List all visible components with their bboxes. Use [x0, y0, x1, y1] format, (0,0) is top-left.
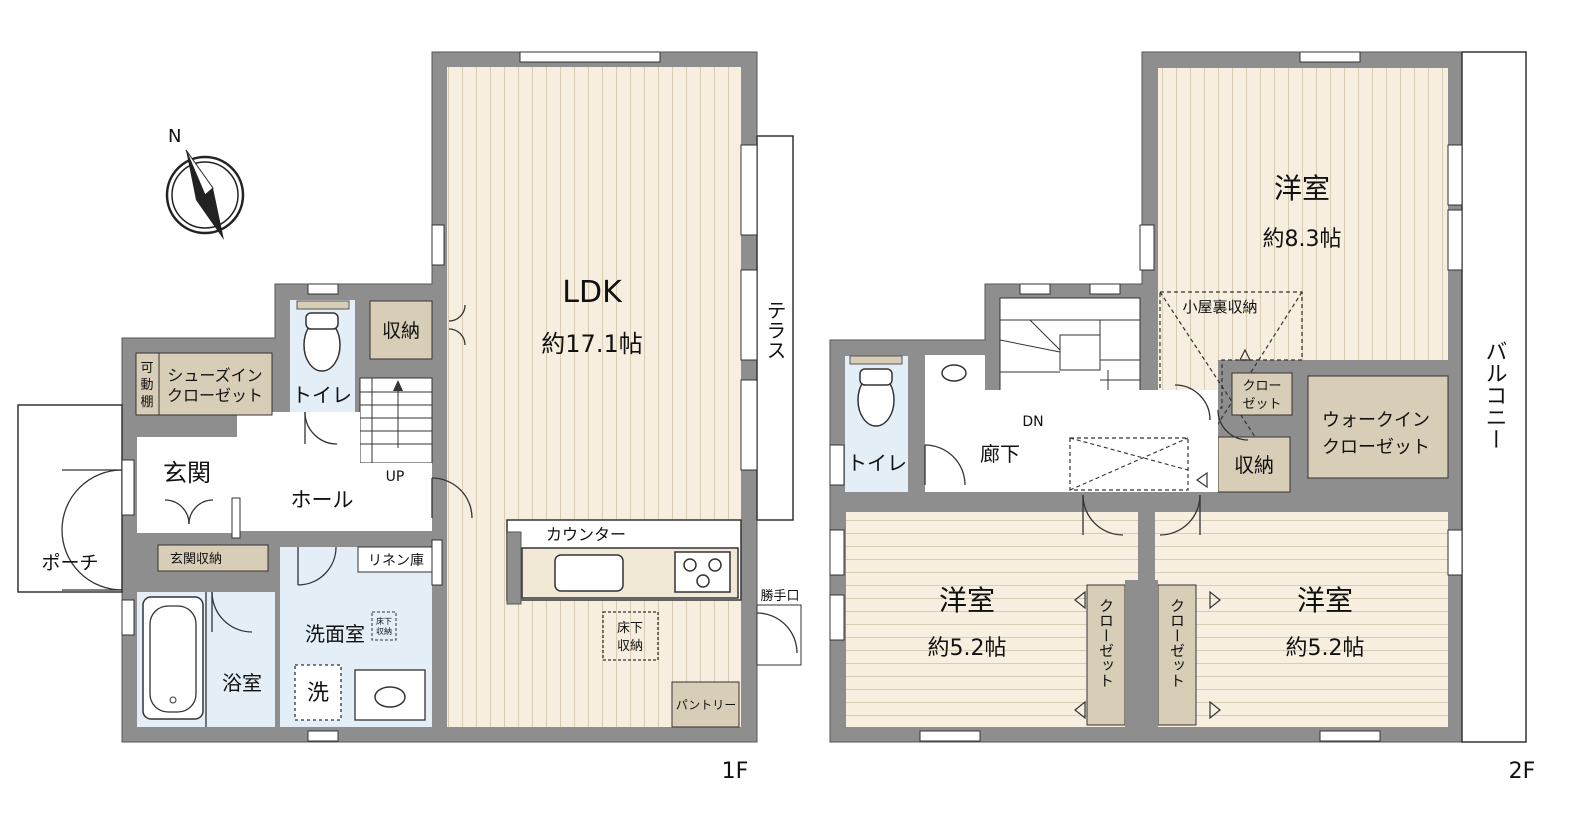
- hall: [237, 463, 432, 531]
- balcony: [1461, 51, 1527, 743]
- attic-label: 小屋裏収納: [1182, 298, 1257, 316]
- underfloor-storage-small: [371, 611, 397, 641]
- hall-label: ホール: [291, 488, 354, 512]
- linen-storage: [357, 546, 433, 573]
- counter-side-wall: [506, 531, 522, 605]
- underfloor-small-1: 床下: [376, 616, 392, 626]
- closet-right: [1157, 584, 1197, 726]
- shoe-closet-line2: クローゼット: [167, 386, 263, 405]
- shoe-adjust-3: 棚: [140, 395, 153, 410]
- toilet-2f-label: トイレ: [847, 451, 907, 475]
- shoe-adjust-2: 動: [140, 378, 153, 393]
- service-door-label: 勝手口: [760, 589, 799, 604]
- hallway-label: 廊下: [980, 442, 1020, 466]
- underfloor-2: 収納: [617, 639, 643, 654]
- up-label: UP: [386, 469, 405, 485]
- shoe-adjust-1: 可: [140, 361, 153, 376]
- walkin-line2: クローゼット: [1322, 437, 1430, 458]
- closet-left-label: クローゼット: [1097, 598, 1115, 688]
- terrace-label: テラス: [763, 300, 787, 360]
- closet-small-2f: [1231, 372, 1293, 416]
- shoe-closet: [158, 352, 273, 416]
- bathtub: [142, 596, 204, 720]
- washer-box: [294, 664, 342, 721]
- wash-basin: [354, 669, 426, 721]
- walkin-closet: [1307, 375, 1449, 479]
- compass-label: N: [168, 126, 181, 147]
- closet-right-label: クローゼット: [1168, 598, 1186, 688]
- western-right-size: 約5.2帖: [1286, 636, 1365, 661]
- entrance-label: 玄関: [163, 459, 211, 487]
- adjustable-shelf: [135, 352, 160, 416]
- closet-left: [1086, 584, 1126, 726]
- underfloor-small-2: 収納: [376, 626, 392, 636]
- western-left-name: 洋室: [939, 584, 995, 617]
- closet-small-1: クロー: [1242, 379, 1281, 394]
- floor2-label: 2F: [1509, 759, 1536, 784]
- storage-1f-label: 収納: [382, 320, 420, 342]
- hand-basin-2f: [925, 355, 985, 391]
- walkin-line1: ウォークイン: [1322, 410, 1430, 431]
- hallway-dashed: [1069, 437, 1189, 491]
- western-room-right: [1155, 512, 1448, 727]
- linen-label: リネン庫: [368, 552, 424, 569]
- porch: [17, 404, 123, 593]
- floor-2: [829, 51, 1527, 743]
- shoe-closet-line1: シューズイン: [167, 366, 262, 385]
- storage-1f: [369, 300, 433, 360]
- underfloor-storage: [602, 611, 659, 661]
- western-right-name: 洋室: [1297, 584, 1353, 617]
- entrance: [137, 437, 237, 533]
- toilet-1f-label: トイレ: [292, 383, 352, 407]
- porch-label: ポーチ: [41, 552, 98, 574]
- dn-label: DN: [1022, 414, 1043, 430]
- storage-2f-label: 収納: [1234, 453, 1274, 477]
- closet-small-2: ゼット: [1242, 397, 1281, 412]
- north-compass: [165, 149, 245, 240]
- bath-label: 浴室: [222, 671, 262, 695]
- ldk-size: 約17.1帖: [541, 330, 642, 358]
- entrance-storage: [157, 544, 269, 572]
- pantry-label: パントリー: [676, 698, 737, 712]
- ldk-floor: [447, 67, 741, 727]
- washroom-label: 洗面室: [305, 622, 365, 646]
- washer-label: 洗: [307, 681, 329, 706]
- western-left-size: 約5.2帖: [928, 636, 1007, 661]
- pantry: [671, 681, 740, 728]
- entrance-storage-label: 玄関収納: [170, 552, 222, 567]
- kitchen-sink: [554, 554, 624, 592]
- balcony-label: バルコニー: [1482, 340, 1507, 450]
- western-main-size: 約8.3帖: [1263, 227, 1342, 252]
- floor-1: [17, 51, 802, 743]
- underfloor-1: 床下: [617, 621, 643, 636]
- floor1-label: 1F: [722, 759, 749, 784]
- western-main-name: 洋室: [1274, 172, 1330, 205]
- service-door-box: [756, 604, 802, 666]
- ldk-name: LDK: [562, 275, 623, 310]
- storage-2f: [1217, 436, 1291, 493]
- stove: [674, 551, 731, 593]
- counter-label: カウンター: [546, 525, 626, 544]
